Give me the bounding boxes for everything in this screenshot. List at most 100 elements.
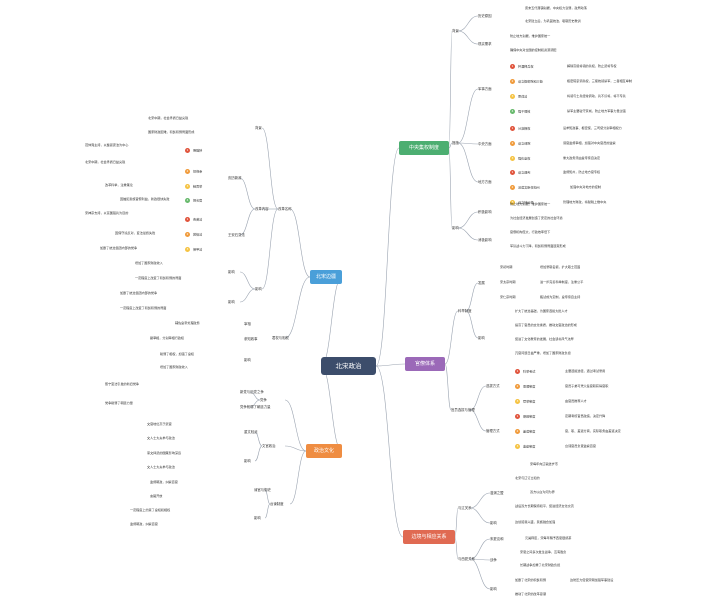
node-fs3[interactable]: 影响: [244, 358, 251, 362]
connector: [454, 507, 459, 538]
node-wz[interactable]: 文官政治: [262, 444, 276, 448]
node-zc3[interactable]: 党争削弱了朝廷力量: [240, 405, 271, 409]
node-wz4[interactable]: 影响: [244, 459, 251, 463]
priority-3-icon: 3: [510, 156, 515, 161]
leaf: 解除高级将领的兵权，防止武将专权: [567, 64, 617, 68]
leaf: 宋每年向辽输送岁币: [530, 462, 558, 466]
node-zc[interactable]: 党争: [260, 398, 267, 402]
node-kj[interactable]: 科举制度: [458, 309, 472, 313]
connector: [457, 142, 479, 183]
connector: [289, 208, 311, 278]
leaf: 双方以白沟河为界: [530, 490, 555, 494]
node-zy[interactable]: 中央方面: [478, 142, 492, 146]
node-ts3[interactable]: 影响: [254, 516, 261, 520]
connector: [469, 558, 491, 590]
leaf: 宋神宗支持，以富国强兵为目的: [85, 211, 129, 215]
connector: [457, 142, 479, 145]
connector: [375, 363, 406, 367]
leaf: 战后双方长期保持和平，促进经济文化交流: [515, 504, 574, 508]
connector: [261, 127, 279, 210]
node-xx[interactable]: 与西夏关系: [458, 557, 475, 561]
leaf: 北宋中期，社会矛盾日益尖锐: [148, 116, 189, 120]
leaf: 增加了国家财政收入: [135, 261, 163, 265]
leaf: 军队战斗力下降，积贫积弱局面逐渐形成: [510, 244, 566, 248]
node-wa[interactable]: 王安石变法: [228, 233, 245, 237]
node-df[interactable]: 地方方面: [478, 180, 492, 184]
leaf: 台谏官员负责监察百官: [565, 444, 596, 448]
leaf: 一定程度上约束了皇权和相权: [130, 508, 171, 512]
root-topic[interactable]: 北宋政治: [321, 357, 376, 375]
connector: [444, 310, 459, 365]
node-jj[interactable]: 积极影响: [478, 210, 492, 214]
leaf: 宋初时期: [500, 265, 513, 269]
branch-culture[interactable]: 政治文化: [306, 444, 342, 458]
leaf: 宋夏之间多次发生战争，互有胜负: [520, 550, 567, 554]
node-fs2[interactable]: 参知政事: [244, 337, 258, 341]
node-xj[interactable]: 消极影响: [478, 238, 492, 242]
node-xb[interactable]: 选拔方式: [486, 384, 500, 388]
leaf: 元昊称臣，宋每年赐予西夏银绢茶: [525, 536, 572, 540]
node-fs[interactable]: 君权与相权: [272, 336, 289, 340]
priority-2-icon: 2: [185, 169, 190, 174]
node-bg-l[interactable]: 背景: [255, 126, 262, 130]
node-ls[interactable]: 与辽关系: [458, 506, 472, 510]
leaf: 一定程度上改变了积贫积弱的局面: [120, 306, 167, 310]
node-js[interactable]: 军事方面: [478, 87, 492, 91]
node-yxb[interactable]: 影响: [228, 300, 235, 304]
node-hx[interactable]: 改革名称: [278, 207, 292, 211]
node-sya[interactable]: 影响: [490, 521, 497, 525]
priority-3-icon: 3: [515, 399, 520, 404]
node-bg[interactable]: 背景: [452, 29, 459, 33]
leaf: 由官员推荐人才: [565, 399, 587, 403]
branch-officials[interactable]: 官僚体系: [405, 357, 445, 371]
node-ts[interactable]: 台谏制度: [270, 502, 284, 506]
priority-3-icon: 3: [185, 247, 190, 252]
leaf: 管理地方财政，将赋税上缴中央: [563, 200, 607, 204]
leaf: 监督朝政，纠察百官: [130, 522, 158, 526]
branch-border[interactable]: 北宋边疆: [310, 270, 342, 284]
node-gl[interactable]: 官员选拔与管理: [451, 408, 475, 412]
leaf: 文官地位高于武官: [147, 422, 172, 426]
leaf: 言路开放: [150, 494, 163, 498]
connector: [284, 445, 307, 452]
leaf: 确保中央对全国的控制和资源调配: [510, 48, 557, 52]
priority-2-icon: 2: [510, 141, 515, 146]
node-yx2[interactable]: 影响: [478, 336, 485, 340]
node-fs1[interactable]: 宰相: [244, 322, 251, 326]
node-bg1[interactable]: 历史原因: [478, 14, 492, 18]
node-yx-l[interactable]: 影响: [255, 287, 262, 291]
node-yxa[interactable]: 影响: [228, 270, 235, 274]
node-qy[interactable]: 庆历新政: [228, 176, 242, 180]
leaf: 冗官问题日益严重，增加了国家财政负担: [515, 351, 571, 355]
node-sy[interactable]: 澶渊之盟: [490, 491, 504, 495]
node-fz[interactable]: 发展: [478, 281, 485, 285]
branch-bianjiang[interactable]: 边境与相应关系: [403, 530, 455, 544]
leaf: 监督知州，防止地方官专权: [563, 170, 601, 174]
node-yx[interactable]: 影响: [452, 226, 459, 230]
priority-1-icon: 1: [515, 414, 520, 419]
leaf: 一定程度上改变了积贫积弱的局面: [135, 276, 182, 280]
node-xx1[interactable]: 宋夏议和: [490, 537, 504, 541]
branch-center[interactable]: 中央集权制度: [399, 141, 449, 155]
node-zla[interactable]: 影响: [490, 587, 497, 591]
node-cs[interactable]: 措施: [452, 141, 459, 145]
node-wz1[interactable]: 重文轻武: [244, 430, 258, 434]
connector: [465, 282, 479, 312]
leaf: 副宰相，分割宰相行政权: [150, 336, 185, 340]
node-gla[interactable]: 管理方式: [486, 429, 500, 433]
connector: [469, 409, 487, 432]
connector: [254, 431, 263, 447]
priority-1-icon: 1: [515, 369, 520, 374]
node-zl[interactable]: 战争: [490, 558, 497, 562]
node-bg2[interactable]: 现实需求: [478, 42, 492, 46]
node-ts1[interactable]: 谏官与御史: [254, 488, 271, 492]
connector: [454, 536, 459, 560]
node-zc1[interactable]: 新党与旧党之争: [240, 390, 264, 394]
leaf: 加剧了北宋的积贫积弱: [515, 578, 546, 582]
connector: [320, 276, 343, 367]
node-fl[interactable]: 改革内容: [255, 207, 269, 211]
